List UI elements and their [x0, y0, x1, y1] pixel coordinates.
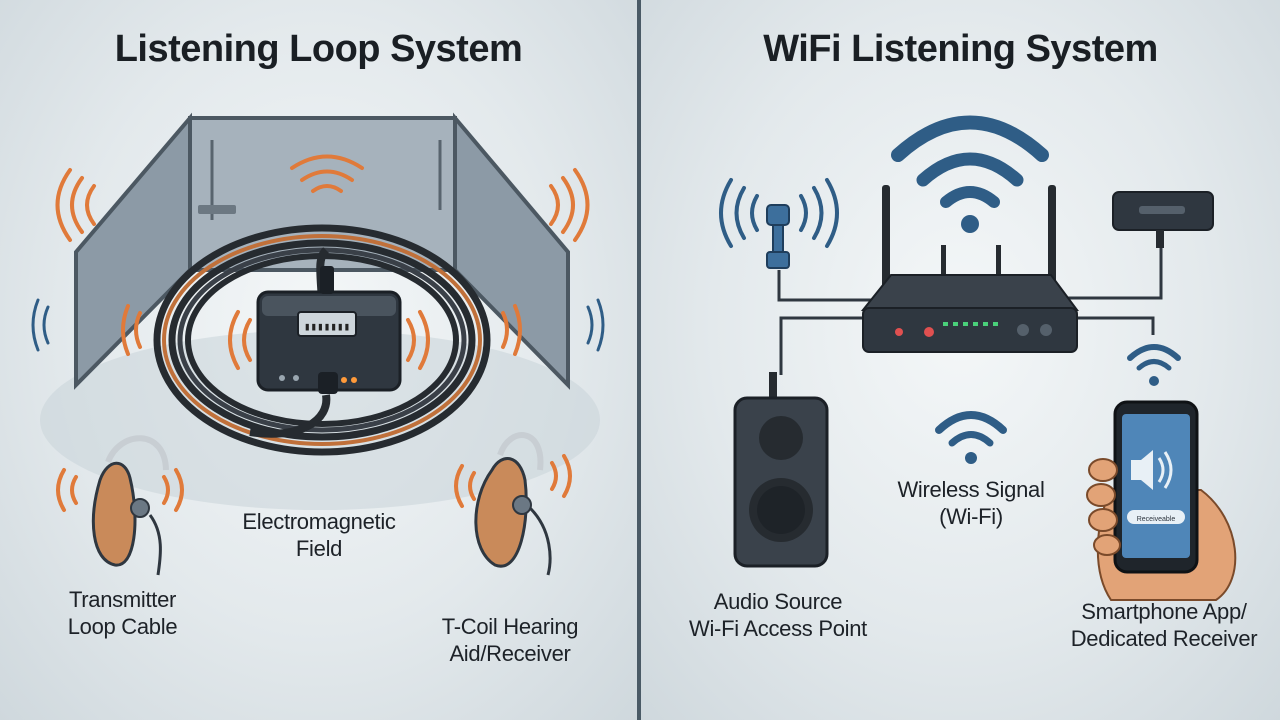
- listening-loop-title: Listening Loop System: [114, 28, 523, 70]
- listening-loop-panel: Listening Loop System: [0, 0, 637, 720]
- phone-wifi-icon: [1127, 344, 1181, 386]
- field-label-line2: Field: [295, 536, 343, 561]
- hand-holding-phone: [1086, 400, 1237, 601]
- receiver-label-line2: Aid/Receiver: [449, 641, 571, 666]
- audio-source-label: Audio Source Wi-Fi Access Point: [671, 588, 885, 642]
- wireless-label-line2: (Wi-Fi): [939, 504, 1003, 529]
- wifi-router: [860, 185, 1079, 353]
- loop-system-illustration: ▮▮▮▮▮▮▮: [31, 112, 605, 576]
- antenna-wave-icons: [719, 178, 839, 248]
- electromagnetic-field-label: Electromagnetic Field: [224, 508, 414, 562]
- room-walls: [74, 112, 570, 390]
- hearing-aid-right-icon: [474, 432, 552, 576]
- phone-label-line2: Dedicated Receiver: [1070, 626, 1258, 651]
- wireless-label-line1: Wireless Signal: [897, 477, 1045, 502]
- loop-transmitter: [256, 266, 402, 394]
- wireless-signal-label: Wireless Signal (Wi-Fi): [879, 476, 1063, 530]
- receiver-box-icon: [1112, 191, 1214, 248]
- cable-label-line2: Loop Cable: [67, 614, 178, 639]
- transmitter-loop-cable-label: Transmitter Loop Cable: [40, 586, 205, 640]
- hearing-aid-left-icon: [91, 435, 169, 576]
- t-coil-receiver-label: T-Coil Hearing Aid/Receiver: [420, 613, 600, 667]
- wifi-system-illustration: Receiveable: [719, 115, 1237, 601]
- source-label-line2: Wi-Fi Access Point: [689, 616, 867, 641]
- wifi-listening-title: WiFi Listening System: [763, 28, 1158, 70]
- source-label-line1: Audio Source: [713, 589, 843, 614]
- wifi-signal-icon: [891, 115, 1049, 233]
- antenna-icon: [766, 204, 790, 269]
- wireless-signal-icon: [935, 411, 1007, 464]
- phone-field-text: Receiveable: [1137, 516, 1176, 523]
- transmitter-display-text: ▮▮▮▮▮▮▮: [304, 322, 350, 334]
- wifi-listening-panel: WiFi Listening System: [641, 0, 1280, 720]
- receiver-label-line1: T-Coil Hearing: [441, 614, 579, 639]
- speaker-icon: [733, 372, 829, 568]
- panel-divider: [637, 0, 641, 720]
- blue-wave-icons: [31, 298, 605, 352]
- cable-label-line1: Transmitter: [68, 587, 177, 612]
- electromagnetic-wave-icons: [55, 154, 590, 512]
- smartphone-receiver-label: Smartphone App/ Dedicated Receiver: [1059, 598, 1269, 652]
- field-label-line1: Electromagnetic: [242, 509, 396, 534]
- connection-cables: [777, 245, 1163, 375]
- phone-label-line1: Smartphone App/: [1081, 599, 1247, 624]
